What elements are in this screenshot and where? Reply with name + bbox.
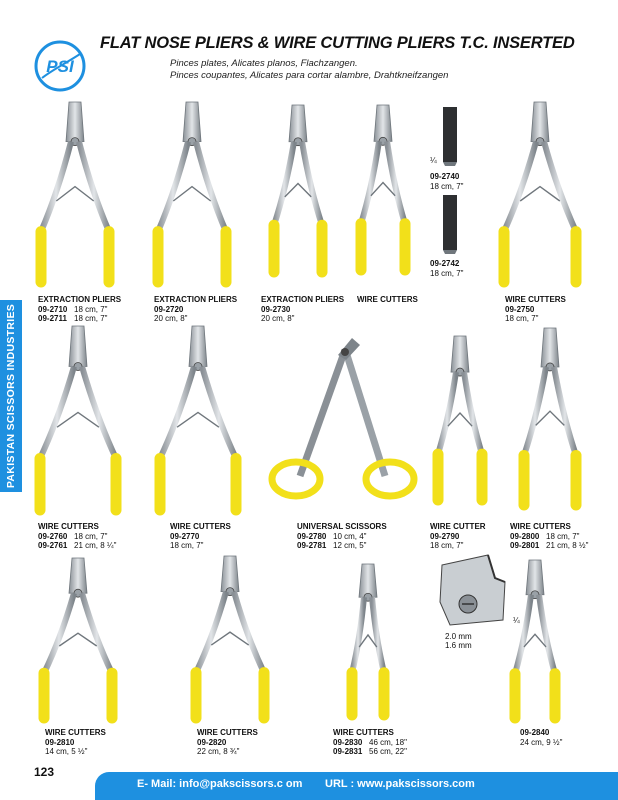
- scale-mark-top: ¼: [430, 156, 437, 165]
- product-label-2730: EXTRACTION PLIERS 09-2730 20 cm, 8": [261, 295, 345, 323]
- pliers-2750-illustration: [498, 101, 582, 288]
- page-title: FLAT NOSE PLIERS & WIRE CUTTING PLIERS T…: [100, 34, 575, 52]
- brand-sidebar: PAKISTAN SCISSORS INDUSTRIES: [0, 300, 22, 492]
- pliers-2770-illustration: [154, 325, 242, 516]
- dimension-label-1: 2.0 mm: [445, 632, 472, 641]
- contact-footer: E- Mail: info@pakscissors.c om URL : www…: [95, 772, 618, 800]
- product-label-2750: WIRE CUTTERS 09-2750 18 cm, 7": [505, 295, 566, 323]
- pliers-2720-illustration: [152, 101, 232, 288]
- footer-url[interactable]: URL : www.pakscissors.com: [325, 778, 475, 790]
- page-number: 123: [34, 765, 55, 779]
- product-label-2720: EXTRACTION PLIERS 09-2720 20 cm, 8": [154, 295, 238, 323]
- pliers-2760-illustration: [34, 325, 122, 516]
- subtitle-line-2: Pinces coupantes, Alicates para cortar a…: [170, 70, 449, 81]
- pliers-2800-illustration: [518, 327, 582, 511]
- product-label-wire-cutters: WIRE CUTTERS: [357, 295, 418, 304]
- subtitle-line-1: Pinces plates, Alicates planos, Flachzan…: [170, 58, 358, 69]
- pliers-2840-illustration: [509, 559, 561, 724]
- tip-closeup-2742: [443, 195, 457, 250]
- pliers-2790-illustration: [432, 335, 488, 506]
- pliers-2710-illustration: [35, 101, 115, 288]
- product-label-2790: WIRE CUTTER 09-2790 18 cm, 7": [430, 522, 486, 550]
- product-label-2740: 09-2740 18 cm, 7": [430, 172, 464, 191]
- universal-scissors-illustration: [268, 338, 418, 500]
- tip-closeup-2740: [443, 107, 457, 162]
- pliers-2735-illustration: [355, 104, 411, 276]
- scale-mark-detail: ¼: [513, 616, 520, 625]
- product-label-2770: WIRE CUTTERS 09-2770 18 cm, 7": [170, 522, 231, 550]
- pliers-2820-illustration: [190, 555, 270, 724]
- pliers-2730-illustration: [268, 104, 328, 278]
- cutting-head-closeup: [439, 554, 506, 626]
- product-label-2840: 09-2840 24 cm, 9 ½": [520, 728, 563, 747]
- product-label-2810: WIRE CUTTERS 09-2810 14 cm, 5 ½": [45, 728, 106, 756]
- pliers-2830-illustration: [346, 563, 390, 721]
- product-label-2820: WIRE CUTTERS 09-2820 22 cm, 8 ¾": [197, 728, 258, 756]
- pliers-2810-illustration: [38, 557, 118, 724]
- product-label-2742: 09-2742 18 cm, 7": [430, 259, 464, 278]
- footer-email[interactable]: E- Mail: info@pakscissors.c om: [137, 778, 303, 790]
- dimension-label-2: 1.6 mm: [445, 641, 472, 650]
- logo-text: PSI: [46, 57, 75, 76]
- psi-logo: PSI: [34, 40, 86, 92]
